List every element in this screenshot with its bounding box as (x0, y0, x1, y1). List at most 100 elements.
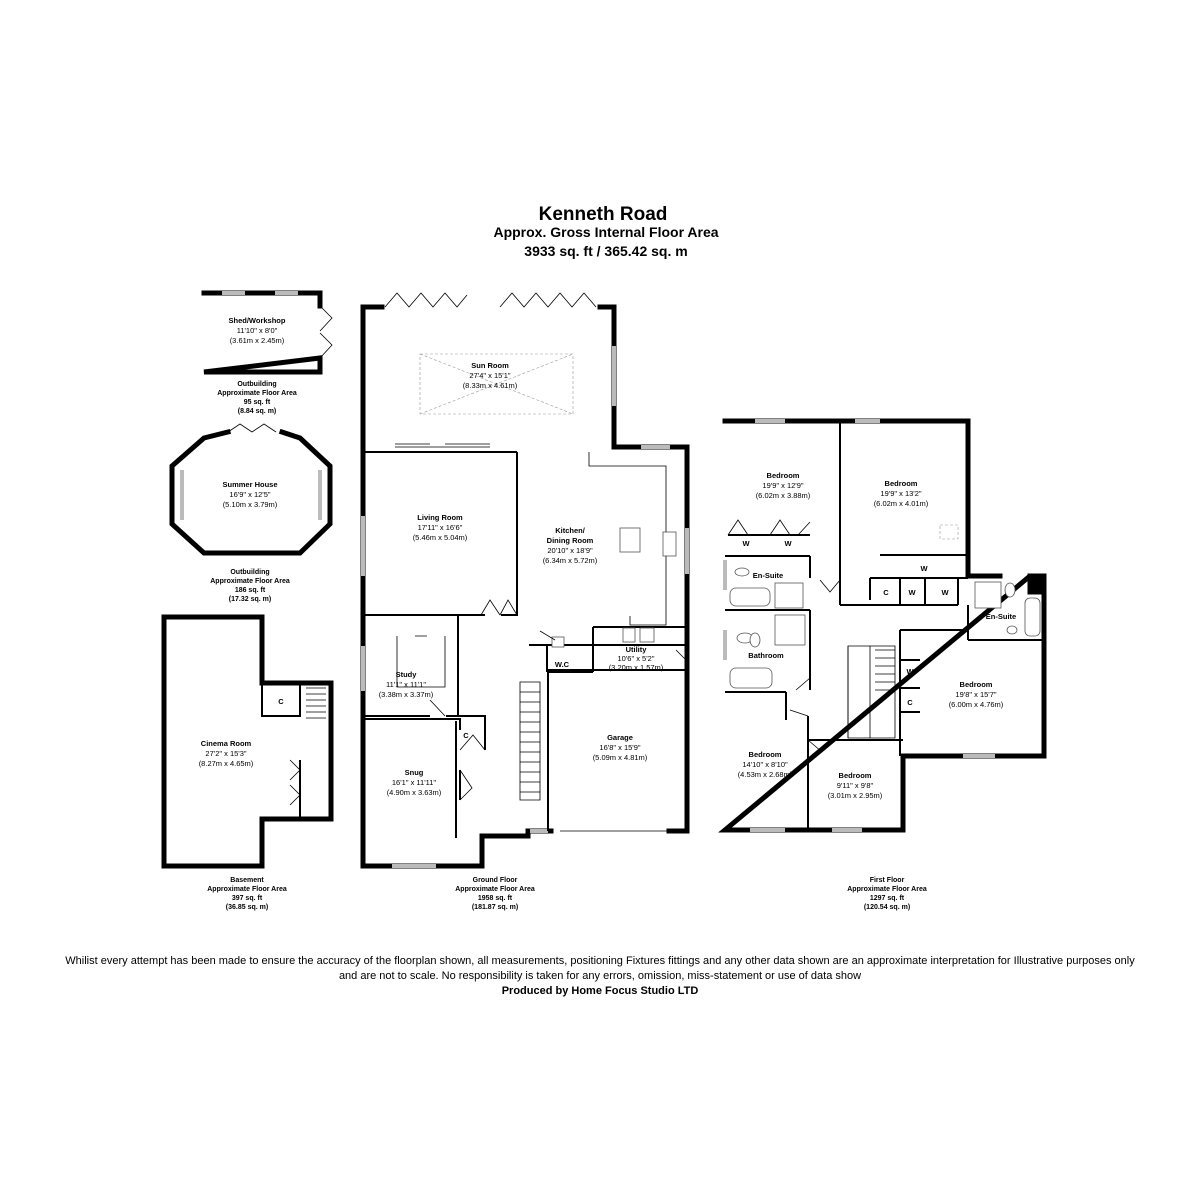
svg-text:Approximate Floor Area: Approximate Floor Area (455, 886, 535, 893)
summer-house-label: Summer House 16'9" x 12'5" (5.10m x 3.79… (222, 480, 277, 509)
basement-cupboard-label: C (278, 697, 284, 706)
svg-text:(6.34m x 5.72m): (6.34m x 5.72m) (543, 556, 598, 565)
disclaimer-text: Whilist every attempt has been made to e… (65, 955, 1135, 982)
first-floor-area-summary: First Floor Approximate Floor Area 1297 … (847, 877, 927, 911)
svg-text:Cinema Room: Cinema Room (201, 739, 252, 748)
garage-label: Garage 16'8" x 15'9" (5.09m x 4.81m) (593, 733, 648, 762)
svg-text:Living Room: Living Room (417, 513, 463, 522)
svg-text:19'8" x 15'7": 19'8" x 15'7" (955, 690, 996, 699)
svg-text:(3.20m x 1.57m): (3.20m x 1.57m) (609, 663, 664, 672)
bathroom-label: Bathroom (748, 651, 784, 660)
svg-text:Approximate Floor Area: Approximate Floor Area (207, 886, 287, 893)
wc-label: W.C (555, 660, 570, 669)
cinema-room-label: Cinema Room 27'2" x 15'3" (8.27m x 4.65m… (199, 739, 254, 768)
wardrobe-5-label: W (941, 588, 949, 597)
page-subtitle: Approx. Gross Internal Floor Area (493, 224, 718, 240)
svg-text:(3.61m x 2.45m): (3.61m x 2.45m) (230, 336, 285, 345)
svg-text:(8.84 sq. m): (8.84 sq. m) (238, 408, 277, 415)
svg-text:Snug: Snug (405, 768, 424, 777)
svg-text:Bedroom: Bedroom (885, 479, 918, 488)
svg-text:186 sq. ft: 186 sq. ft (235, 587, 266, 594)
header: Kenneth Road Approx. Gross Internal Floo… (493, 204, 718, 259)
svg-text:Bedroom: Bedroom (767, 471, 800, 480)
svg-text:1958 sq. ft: 1958 sq. ft (478, 895, 513, 902)
total-floor-area: 3933 sq. ft / 365.42 sq. m (524, 243, 687, 259)
bedroom-3-label: Bedroom 19'8" x 15'7" (6.00m x 4.76m) (949, 680, 1004, 709)
living-room-label: Living Room 17'11" x 16'6" (5.46m x 5.04… (413, 513, 468, 542)
svg-text:27'2" x 15'3": 27'2" x 15'3" (205, 749, 246, 758)
svg-text:(8.33m x 4.61m): (8.33m x 4.61m) (463, 381, 518, 390)
svg-text:Basement: Basement (230, 877, 264, 884)
svg-text:Ground Floor: Ground Floor (473, 877, 518, 884)
svg-text:9'11" x 9'8": 9'11" x 9'8" (837, 781, 874, 790)
svg-text:(17.32 sq. m): (17.32 sq. m) (229, 596, 271, 603)
svg-text:19'9" x 13'2": 19'9" x 13'2" (880, 489, 921, 498)
summer-house-area-summary: Outbuilding Approximate Floor Area 186 s… (210, 569, 290, 603)
shed-workshop-plan: Shed/Workshop 11'10" x 8'0" (3.61m x 2.4… (201, 290, 333, 415)
bedroom-2-label: Bedroom 19'9" x 13'2" (6.02m x 4.01m) (874, 479, 929, 508)
producer-credit: Produced by Home Focus Studio LTD (501, 985, 699, 997)
svg-text:17'11" x 16'6": 17'11" x 16'6" (418, 523, 463, 532)
svg-text:(4.90m x 3.63m): (4.90m x 3.63m) (387, 788, 442, 797)
basement-area-summary: Basement Approximate Floor Area 397 sq. … (207, 877, 287, 911)
svg-text:Garage: Garage (607, 733, 633, 742)
svg-text:Bedroom: Bedroom (839, 771, 872, 780)
svg-text:Kitchen/: Kitchen/ (555, 526, 586, 535)
utility-label: Utility 10'6" x 5'2" (3.20m x 1.57m) (609, 645, 664, 672)
snug-label: Snug 16'1" x 11'11" (4.90m x 3.63m) (387, 768, 442, 797)
wardrobe-3-label: W (920, 564, 928, 573)
bedroom-1-label: Bedroom 19'9" x 12'9" (6.02m x 3.88m) (756, 471, 811, 500)
svg-text:Shed/Workshop: Shed/Workshop (229, 316, 286, 325)
ground-cupboard-label: C (463, 731, 469, 740)
svg-text:Approximate Floor Area: Approximate Floor Area (217, 390, 297, 397)
svg-text:Approximate Floor Area: Approximate Floor Area (847, 886, 927, 893)
svg-text:(120.54 sq. m): (120.54 sq. m) (864, 904, 910, 911)
en-suite-2-label: En-Suite (986, 612, 1016, 621)
svg-text:(4.53m x 2.68m): (4.53m x 2.68m) (738, 770, 793, 779)
basement-plan: C Cinema Room 27'2" x 15'3" (8.27m x 4.6… (161, 614, 334, 911)
kitchen-dining-label: Kitchen/ Dining Room 20'10" x 18'9" (6.3… (543, 526, 598, 565)
svg-text:19'9" x 12'9": 19'9" x 12'9" (762, 481, 803, 490)
svg-text:First Floor: First Floor (870, 877, 905, 884)
svg-text:Approximate Floor Area: Approximate Floor Area (210, 578, 290, 585)
wardrobe-6-label: W (906, 667, 914, 676)
svg-text:(8.27m x 4.65m): (8.27m x 4.65m) (199, 759, 254, 768)
first-cupboard-2-label: C (907, 698, 913, 707)
svg-text:(36.85 sq. m): (36.85 sq. m) (226, 904, 268, 911)
svg-text:397 sq. ft: 397 sq. ft (232, 895, 263, 902)
svg-text:1297 sq. ft: 1297 sq. ft (870, 895, 905, 902)
shed-area-summary: Outbuilding Approximate Floor Area 95 sq… (217, 381, 297, 415)
svg-text:(5.09m x 4.81m): (5.09m x 4.81m) (593, 753, 648, 762)
svg-text:11'1" x 11'1": 11'1" x 11'1" (386, 680, 426, 689)
svg-text:Dining Room: Dining Room (547, 536, 594, 545)
shed-label: Shed/Workshop 11'10" x 8'0" (3.61m x 2.4… (229, 316, 286, 345)
study-label: Study 11'1" x 11'1" (3.38m x 3.37m) (379, 670, 434, 699)
svg-text:11'10" x 8'0": 11'10" x 8'0" (237, 326, 278, 335)
svg-text:(3.38m x 3.37m): (3.38m x 3.37m) (379, 690, 434, 699)
svg-text:16'9" x 12'5": 16'9" x 12'5" (229, 490, 270, 499)
en-suite-1-label: En-Suite (753, 571, 783, 580)
ground-floor-plan: Sun Room 27'4" x 15'1" (8.33m x 4.61m) L… (360, 292, 690, 911)
disclaimer: Whilist every attempt has been made to e… (60, 954, 1140, 999)
svg-text:Sun Room: Sun Room (471, 361, 509, 370)
svg-text:10'6" x 5'2": 10'6" x 5'2" (618, 654, 655, 663)
summer-house-plan: Summer House 16'9" x 12'5" (5.10m x 3.79… (169, 423, 333, 603)
svg-text:Utility: Utility (626, 645, 648, 654)
svg-text:(181.87 sq. m): (181.87 sq. m) (472, 904, 518, 911)
svg-text:14'10" x 8'10": 14'10" x 8'10" (742, 760, 788, 769)
svg-text:Outbuilding: Outbuilding (230, 569, 269, 576)
svg-text:(6.00m x 4.76m): (6.00m x 4.76m) (949, 700, 1004, 709)
svg-text:(6.02m x 3.88m): (6.02m x 3.88m) (756, 491, 811, 500)
wardrobe-4-label: W (908, 588, 916, 597)
svg-text:95 sq. ft: 95 sq. ft (244, 399, 271, 406)
ground-floor-area-summary: Ground Floor Approximate Floor Area 1958… (455, 877, 535, 911)
first-floor-plan: Bedroom 19'9" x 12'9" (6.02m x 3.88m) Be… (718, 418, 1047, 911)
svg-text:(5.46m x 5.04m): (5.46m x 5.04m) (413, 533, 468, 542)
svg-text:Summer House: Summer House (222, 480, 277, 489)
svg-text:(3.01m x 2.95m): (3.01m x 2.95m) (828, 791, 883, 800)
svg-text:27'4" x 15'1": 27'4" x 15'1" (469, 371, 510, 380)
wardrobe-1-label: W (742, 539, 750, 548)
sun-room-label: Sun Room 27'4" x 15'1" (8.33m x 4.61m) (463, 361, 518, 390)
bedroom-5-label: Bedroom 9'11" x 9'8" (3.01m x 2.95m) (828, 771, 883, 800)
